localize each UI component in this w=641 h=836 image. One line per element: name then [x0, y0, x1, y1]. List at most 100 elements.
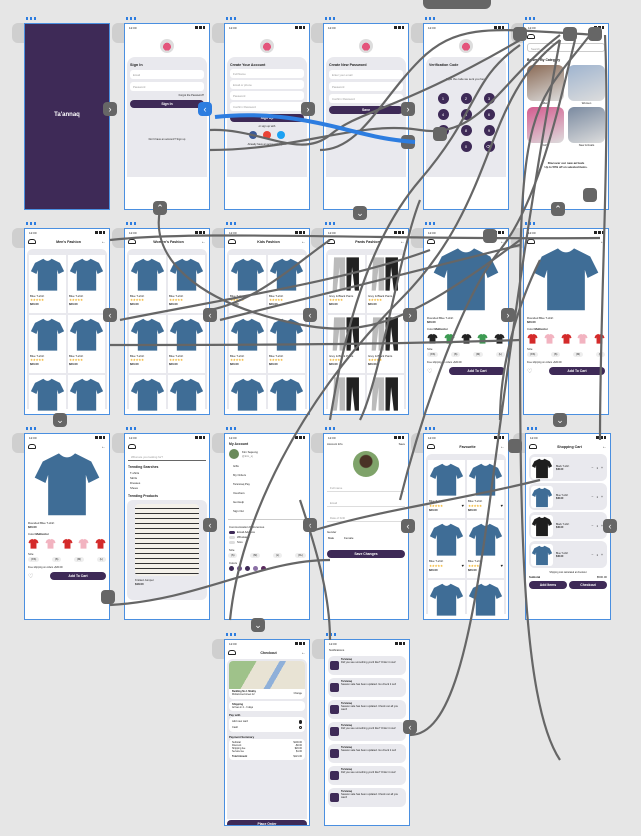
frame-menu-dots[interactable] — [525, 222, 535, 225]
product-card[interactable]: Blue T-shirt★★★★★$20.00 — [29, 255, 66, 313]
password-field[interactable]: Enter your email — [329, 70, 403, 79]
heart-icon[interactable]: ♡ — [427, 368, 433, 375]
connection-handle[interactable]: ‹ — [103, 308, 117, 322]
keypad-key[interactable]: 3 — [483, 93, 495, 104]
connection-handle[interactable] — [401, 135, 415, 149]
connection-handle[interactable] — [513, 27, 527, 41]
size-option[interactable]: (XL) — [295, 552, 306, 558]
frame-menu-dots[interactable] — [325, 222, 335, 225]
trending-product-card[interactable]: Knitted Jumper$18.00 — [127, 500, 207, 600]
signup-field[interactable]: Confirm Password — [230, 102, 304, 111]
frame-menu-dots[interactable] — [326, 633, 336, 636]
frame-menu-dots[interactable] — [325, 427, 335, 430]
connection-handle[interactable] — [563, 27, 577, 41]
product-card[interactable]: Blue T-shirt★★★★★$20.00 — [68, 315, 105, 373]
add-to-cart-button[interactable]: Add To Cart — [50, 572, 106, 580]
size-option[interactable]: (L) — [495, 352, 505, 357]
trending-search-item[interactable]: Dresses — [130, 480, 141, 485]
favourite-card[interactable]: Blue T-shirt★★★★★♥$20.00 — [467, 580, 504, 619]
keypad-key[interactable]: 1 — [437, 93, 449, 104]
size-option[interactable]: (XS) — [28, 557, 40, 562]
product-card[interactable]: Blue T-shirt★★★★★$20.00 — [29, 315, 66, 373]
frame-menu-dots[interactable] — [26, 427, 36, 430]
google-icon[interactable] — [263, 131, 271, 139]
color-swatch[interactable] — [494, 333, 505, 344]
connection-handle[interactable] — [583, 188, 597, 202]
twitter-icon[interactable] — [277, 131, 285, 139]
gender-female[interactable]: Female — [344, 536, 354, 540]
favourite-card[interactable]: Blue T-shirt★★★★★♥$20.00 — [467, 460, 504, 518]
product-card[interactable]: Blue T-shirt★★★★★$20.00 — [229, 375, 266, 414]
product-card[interactable]: Grey & Black Pants★★★★★$20.00 — [367, 375, 404, 414]
connection-handle[interactable]: ⌄ — [553, 413, 567, 427]
size-option[interactable]: (S) — [450, 352, 461, 357]
back-arrow-icon[interactable]: ← — [500, 443, 505, 450]
frame-menu-dots[interactable] — [226, 427, 236, 430]
product-card[interactable]: Blue T-shirt★★★★★$20.00 — [68, 375, 105, 414]
color-swatch[interactable] — [594, 333, 605, 344]
facebook-icon[interactable] — [249, 131, 257, 139]
frame-menu-dots[interactable] — [226, 17, 236, 20]
change-address-link[interactable]: Change — [293, 691, 302, 695]
color-swatch[interactable] — [28, 538, 39, 549]
color-swatch[interactable] — [444, 333, 455, 344]
forgot-password-link[interactable]: Forgot the Password? — [178, 94, 204, 97]
trending-search-item[interactable]: Shoes — [130, 485, 138, 490]
connection-handle[interactable]: › — [301, 102, 315, 116]
plus-button[interactable]: + — [601, 465, 603, 470]
color-swatch[interactable] — [577, 333, 588, 344]
minus-button[interactable]: − — [591, 523, 594, 528]
profile-photo[interactable] — [353, 451, 379, 477]
color-dot[interactable] — [237, 565, 242, 571]
plus-button[interactable]: + — [601, 523, 603, 528]
size-option[interactable]: (L) — [96, 557, 106, 562]
size-option[interactable]: (L) — [273, 552, 283, 558]
product-card[interactable]: Blue T-shirt★★★★★$20.00 — [129, 375, 166, 414]
back-arrow-icon[interactable]: ← — [101, 443, 106, 450]
color-swatch[interactable] — [527, 333, 538, 344]
password-field[interactable]: Confirm Password — [329, 94, 403, 103]
size-option[interactable]: (M) — [250, 552, 261, 558]
size-option[interactable]: (L) — [595, 352, 605, 357]
keypad-key[interactable]: 2 — [460, 93, 472, 104]
toggle-switch[interactable] — [229, 540, 235, 544]
info-field[interactable]: Email — [327, 498, 405, 507]
frame-menu-dots[interactable] — [126, 222, 136, 225]
account-menu-item[interactable]: Sign Out — [233, 508, 244, 513]
color-swatch[interactable] — [560, 333, 572, 344]
color-swatch[interactable] — [427, 333, 438, 344]
color-swatch[interactable] — [61, 538, 73, 549]
connection-handle[interactable]: ‹ — [303, 518, 317, 532]
keypad-key[interactable]: ⌫ — [483, 141, 495, 152]
size-option[interactable]: (M) — [473, 352, 484, 357]
connection-handle[interactable]: ‹ — [603, 519, 617, 533]
product-card[interactable]: Blue T-shirt★★★★★$20.00 — [168, 375, 205, 414]
category-card[interactable]: New Arrivals — [568, 107, 605, 147]
heart-filled-icon[interactable]: ♥ — [500, 503, 503, 508]
keypad-key[interactable]: 5 — [460, 109, 472, 120]
back-arrow-icon[interactable]: ← — [602, 443, 607, 450]
sign-in-button[interactable]: Sign In — [130, 100, 204, 108]
account-menu-item[interactable]: My Orders — [233, 472, 247, 477]
frame-menu-dots[interactable] — [425, 427, 435, 430]
info-field[interactable]: Full name — [327, 483, 405, 492]
product-card[interactable]: Blue T-shirt★★★★★$20.00 — [268, 255, 305, 313]
save-link[interactable]: Save — [398, 442, 405, 446]
connection-handle[interactable]: ‹ — [198, 102, 212, 116]
keypad-key[interactable]: 6 — [483, 109, 495, 120]
connection-handle[interactable]: ‹ — [303, 308, 317, 322]
checkout-button[interactable]: Checkout — [569, 581, 607, 589]
size-option[interactable]: (S) — [550, 352, 561, 357]
trending-search-item[interactable]: T-shirts — [130, 470, 140, 475]
back-arrow-icon[interactable]: ← — [301, 238, 306, 245]
radio-button[interactable] — [298, 720, 302, 724]
connection-handle[interactable] — [101, 590, 115, 604]
pay-option[interactable]: Add new card — [232, 719, 302, 725]
heart-icon[interactable]: ♡ — [28, 573, 34, 580]
gender-male[interactable]: Male — [328, 536, 335, 540]
